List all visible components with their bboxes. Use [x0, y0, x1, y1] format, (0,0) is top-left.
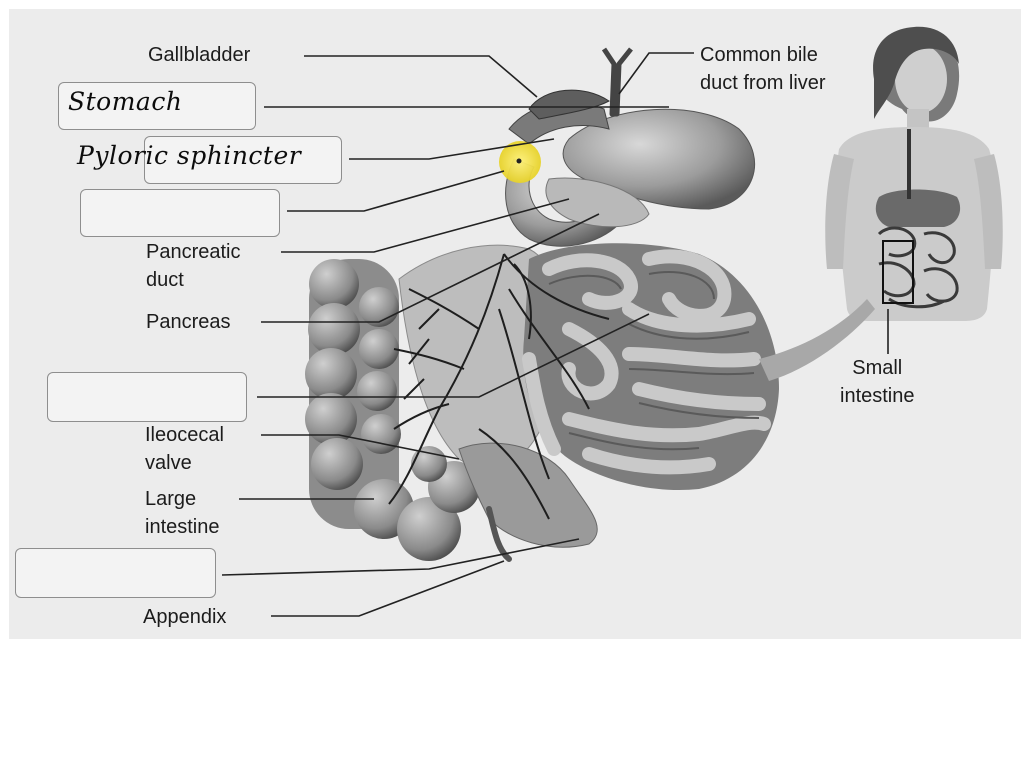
label-small-intestine: Small intestine [840, 354, 915, 410]
answer-box-4[interactable] [47, 372, 247, 422]
answer-box-1[interactable] [58, 82, 256, 130]
label-gallbladder: Gallbladder [148, 44, 251, 66]
small-intestine-shape [522, 243, 779, 490]
leader-pyloric [349, 138, 555, 160]
leader-box-3 [287, 170, 505, 212]
label-ileocecal-valve: Ileocecal valve [145, 421, 224, 477]
label-pancreas: Pancreas [146, 311, 231, 333]
label-large-intestine-line2: intestine [145, 516, 220, 538]
label-small-intestine-line2: intestine [840, 385, 915, 407]
diagram-canvas: Gallbladder Common bile duct from liver … [9, 9, 1021, 639]
label-small-intestine-line1: Small [852, 357, 903, 379]
leader-appendix [271, 560, 505, 617]
bile-duct-shape [601, 47, 633, 117]
gallbladder-shape [528, 89, 610, 120]
large-intestine-shape [305, 259, 480, 561]
label-common-bile-duct: Common bile duct from liver [700, 41, 826, 97]
label-ileocecal-valve-line2: valve [145, 452, 192, 474]
leader-box-5 [221, 538, 580, 576]
label-large-intestine: Large intestine [145, 485, 220, 541]
label-large-intestine-line1: Large [145, 488, 197, 510]
leader-ileocecal-valve [261, 434, 460, 460]
leader-pancreas [261, 213, 600, 323]
label-ileocecal-valve-line1: Ileocecal [145, 424, 224, 446]
leader-lines [221, 52, 889, 617]
label-common-bile-duct-line2: duct from liver [700, 72, 826, 94]
label-common-bile-duct-line1: Common bile [700, 44, 818, 66]
leader-box-4 [257, 313, 650, 398]
zoom-arrow [759, 299, 875, 381]
pancreas-shape [545, 177, 650, 228]
label-pancreatic-duct: Pancreatic duct [146, 238, 241, 294]
answer-box-5[interactable] [15, 548, 216, 598]
human-figure-inset [825, 26, 1003, 321]
blood-vessels [388, 253, 610, 520]
label-pancreatic-duct-line1: Pancreatic [146, 241, 241, 263]
handwritten-answer-2: Pyloric sphincter [77, 141, 302, 170]
digestive-system-illustration [221, 26, 1003, 617]
leader-pancreatic-duct [281, 198, 570, 253]
leader-gallbladder [304, 55, 538, 98]
handwritten-answer-1: Stomach [68, 87, 183, 116]
answer-box-2[interactable] [144, 136, 342, 184]
label-appendix: Appendix [143, 606, 227, 628]
leader-common-bile-duct [618, 52, 694, 95]
answer-box-3[interactable] [80, 189, 280, 237]
label-pancreatic-duct-line2: duct [146, 269, 184, 291]
ileum-shape [458, 442, 598, 562]
